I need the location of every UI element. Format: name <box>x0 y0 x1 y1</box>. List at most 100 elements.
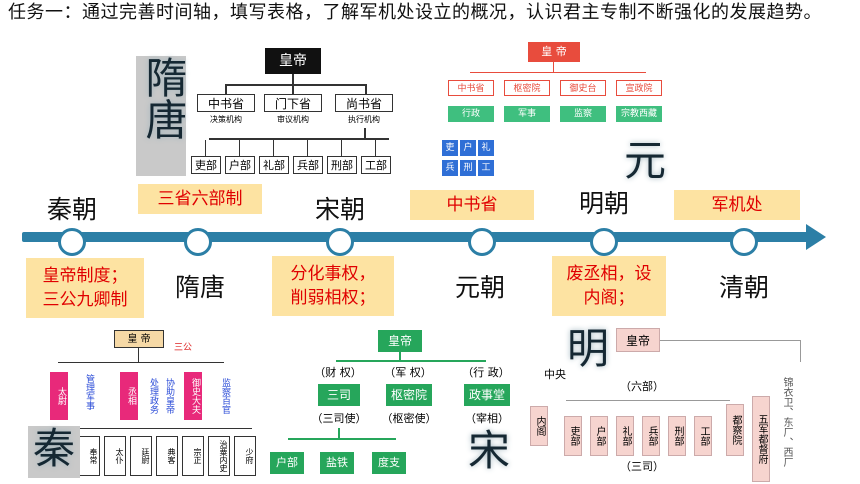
sui-tang-emperor: 皇帝 <box>265 48 321 74</box>
sui-tang-ministry: 门下省 <box>264 94 322 112</box>
yuan-function: 军事 <box>504 106 550 122</box>
ming-department: 吏部 <box>564 416 582 456</box>
ming-neige: 内阁 <box>530 406 548 446</box>
song-power: （财 权） <box>314 366 362 379</box>
timeline-node-yuan[interactable] <box>468 228 496 256</box>
ming-big-label: 明 <box>566 324 609 373</box>
timeline-arrowhead <box>806 224 826 250</box>
ming-central: 中央 <box>544 368 566 381</box>
sui-tang-chart: 皇帝 中书省 门下省 尚书省 决策机构 审议机构 执行机构 吏部 户部 礼部 兵… <box>187 40 407 182</box>
song-sub: 盐铁 <box>320 452 354 474</box>
ming-chart: 皇帝 中央 （六部） 内阁 吏部 户部 礼部 兵部 刑部 工部 （三司） 都察院… <box>526 324 860 484</box>
yuan-department: 刑 <box>460 160 476 176</box>
qin-jiuqing: 治粟内史 <box>208 436 230 476</box>
song-head: （宰相） <box>465 412 509 425</box>
qin-emperor: 皇 帝 <box>114 330 164 348</box>
yuan-emperor: 皇 帝 <box>528 42 580 62</box>
sui-tang-ministry: 尚书省 <box>335 94 393 112</box>
yuan-big-label: 元 <box>623 136 666 185</box>
timeline-node-song[interactable] <box>326 228 354 256</box>
yuan-chart: 皇 帝 中书省 枢密院 御史台 宣政院 行政 军事 监察 宗教西藏 吏 户 礼 … <box>438 40 670 182</box>
song-emperor: 皇帝 <box>378 330 422 352</box>
sui-tang-department: 吏部 <box>191 156 221 174</box>
sui-tang-department: 礼部 <box>259 156 289 174</box>
yuan-department: 吏 <box>442 140 458 156</box>
answer-song: 分化事权，削弱相权； <box>272 256 394 316</box>
label-song: 宋朝 <box>314 195 365 224</box>
yuan-function: 监察 <box>560 106 606 122</box>
label-yuan: 元朝 <box>454 273 505 302</box>
qin-role: 监察百官 <box>220 378 230 414</box>
qin-role: 管理军事 <box>84 374 94 410</box>
song-power: （军 权） <box>384 366 432 379</box>
qin-jiuqing: 太仆 <box>104 436 126 476</box>
yuan-department: 工 <box>478 160 494 176</box>
timeline-node-ming[interactable] <box>590 228 618 256</box>
sui-tang-department: 户部 <box>225 156 255 174</box>
sui-tang-function: 执行机构 <box>348 115 380 124</box>
ming-six-label: （六部） <box>620 380 664 393</box>
sui-tang-function: 审议机构 <box>277 115 309 124</box>
ming-emperor: 皇帝 <box>616 328 660 352</box>
yuan-organ: 宣政院 <box>616 80 662 96</box>
ming-department: 兵部 <box>642 416 660 456</box>
ming-department: 工部 <box>694 416 712 456</box>
qin-jiuqing: 宗正 <box>182 436 204 476</box>
sui-tang-department: 兵部 <box>293 156 323 174</box>
ming-wujun: 五军都督府 <box>752 396 770 482</box>
ming-department: 礼部 <box>616 416 634 456</box>
answer-qin: 皇帝制度；三公九卿制 <box>26 258 144 318</box>
song-power: （行 政） <box>462 366 510 379</box>
yuan-department: 礼 <box>478 140 494 156</box>
timeline-bar <box>22 232 808 242</box>
song-head: （三司使） <box>311 412 367 425</box>
qin-role: 处理政务 <box>148 378 158 414</box>
qin-big-label: 秦 <box>28 426 80 478</box>
label-qing: 清朝 <box>718 273 769 302</box>
qin-sangong: 丞相 <box>120 372 138 420</box>
sui-tang-department: 刑部 <box>327 156 357 174</box>
timeline-node-sui-tang[interactable] <box>184 228 212 256</box>
yuan-department: 兵 <box>442 160 458 176</box>
sui-tang-department: 工部 <box>361 156 391 174</box>
answer-ming: 废丞相，设内阁； <box>552 256 666 316</box>
qin-jiuqing: 廷尉 <box>130 436 152 476</box>
qin-jiuqing: 典客 <box>156 436 178 476</box>
qin-sangong-label: 三公 <box>173 343 192 353</box>
ming-right-organs: 锦衣卫、东厂、西厂 <box>781 377 792 467</box>
song-organ: 枢密院 <box>386 384 432 406</box>
ming-duchayuan: 都察院 <box>726 404 744 456</box>
song-organ: 政事堂 <box>464 384 510 406</box>
ming-sansi: （三司） <box>620 460 664 473</box>
answer-junjichu: 军机处 <box>674 190 800 220</box>
yuan-department: 户 <box>460 140 476 156</box>
label-sui-tang: 隋唐 <box>174 273 225 302</box>
ming-department: 户部 <box>590 416 608 456</box>
ming-department: 刑部 <box>668 416 686 456</box>
label-qin: 秦朝 <box>46 195 97 224</box>
sui-tang-function: 决策机构 <box>210 115 242 124</box>
timeline-node-qing[interactable] <box>730 228 758 256</box>
qin-jiuqing: 少府 <box>234 436 256 476</box>
yuan-organ: 中书省 <box>448 80 494 96</box>
song-sub: 度支 <box>372 452 406 474</box>
timeline-node-qin[interactable] <box>58 228 86 256</box>
yuan-function: 行政 <box>448 106 494 122</box>
yuan-organ: 御史台 <box>560 80 606 96</box>
song-big-label: 宋 <box>467 426 510 475</box>
song-chart: 皇帝 （财 权） （军 权） （行 政） 三司 枢密院 政事堂 （三司使） （枢… <box>268 326 520 484</box>
qin-sangong: 太尉 <box>50 372 68 420</box>
label-ming: 明朝 <box>578 189 629 218</box>
qin-jiuqing: 奉常 <box>78 436 100 476</box>
qin-sangong: 御史大夫 <box>184 372 202 420</box>
yuan-organ: 枢密院 <box>504 80 550 96</box>
answer-zhongshusheng: 中书省 <box>410 190 534 220</box>
song-head: （枢密使） <box>381 412 437 425</box>
answer-sanshengliubu: 三省六部制 <box>138 184 262 214</box>
task-instruction: 任务一：通过完善时间轴，填写表格，了解军机处设立的概况，认识君主专制不断强化的发… <box>8 2 822 23</box>
sui-tang-big-label: 隋唐 <box>136 56 188 176</box>
song-sub: 户部 <box>270 452 304 474</box>
song-organ: 三司 <box>318 384 360 406</box>
sui-tang-ministry: 中书省 <box>197 94 255 112</box>
qin-role: 协助皇帝 <box>164 378 174 414</box>
